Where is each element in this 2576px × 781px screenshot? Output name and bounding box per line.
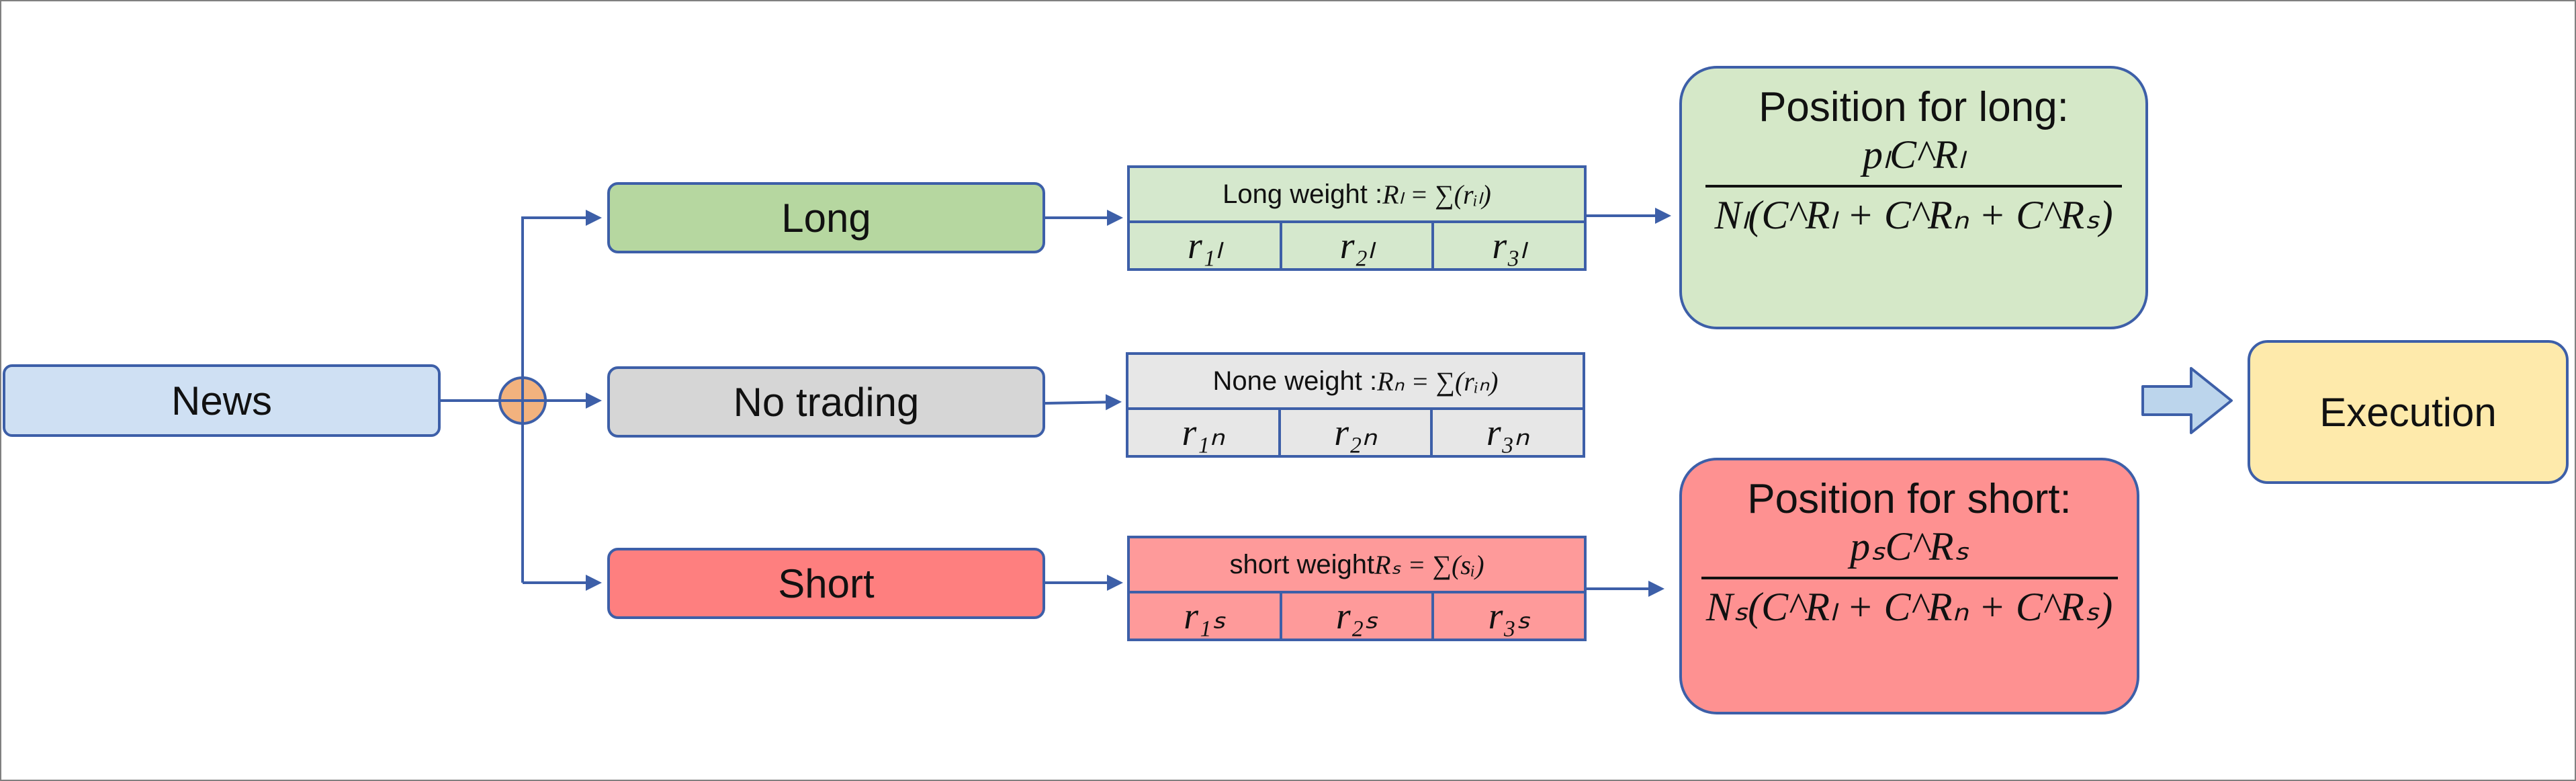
fraction-bar (1701, 577, 2118, 579)
long-label: Long (781, 195, 871, 241)
long-node: Long (607, 182, 1045, 253)
long-weight-cell: r₂ₗ (1279, 223, 1432, 268)
none-weight-cell: r₂ₙ (1278, 410, 1431, 455)
short-weight-table: short weight Rₛ = ∑(sᵢ) r₁ₛ r₂ₛ r₃ₛ (1127, 536, 1587, 641)
long-position-box: Position for long: pₗC^Rₗ Nₗ(C^Rₗ + C^Rₙ… (1679, 66, 2148, 329)
no-trading-to-table-arrow (1044, 394, 1122, 411)
long-weight-header: Long weight : Rₗ = ∑(rᵢₗ) (1130, 168, 1584, 223)
long-weight-formula: Rₗ = ∑(rᵢₗ) (1382, 179, 1491, 210)
none-weight-cell: r₃ₙ (1430, 410, 1583, 455)
long-position-numerator: pₗC^Rₗ (1863, 132, 1965, 177)
long-position-title: Position for long: (1759, 84, 2069, 130)
news-label: News (171, 378, 273, 423)
junction-circle (498, 376, 547, 425)
none-weight-header: None weight : Rₙ = ∑(rᵢₙ) (1128, 355, 1583, 410)
execution-label: Execution (2319, 389, 2497, 435)
long-weight-table: Long weight : Rₗ = ∑(rᵢₗ) r₁ₗ r₂ₗ r₃ₗ (1127, 165, 1587, 271)
short-position-denominator: Nₛ(C^Rₗ + C^Rₙ + C^Rₛ) (1705, 585, 2113, 629)
short-weight-cell: r₂ₛ (1279, 593, 1432, 639)
no-trading-label: No trading (733, 379, 920, 425)
news-node: News (3, 364, 441, 437)
short-weight-formula: Rₛ = ∑(sᵢ) (1374, 549, 1484, 580)
none-weight-header-text: None weight : (1212, 366, 1378, 396)
short-weight-cell: r₃ₛ (1431, 593, 1584, 639)
long-weight-header-text: Long weight : (1223, 179, 1383, 209)
short-position-numerator: pₛC^Rₛ (1850, 524, 1969, 569)
short-node: Short (607, 548, 1045, 619)
short-position-box: Position for short: pₛC^Rₛ Nₛ(C^Rₗ + C^R… (1679, 458, 2139, 714)
short-weight-header: short weight Rₛ = ∑(sᵢ) (1130, 538, 1584, 593)
short-weight-header-text: short weight (1229, 549, 1375, 579)
none-weight-formula: Rₙ = ∑(rᵢₙ) (1377, 366, 1499, 397)
no-trading-node: No trading (607, 366, 1045, 438)
none-weight-table: None weight : Rₙ = ∑(rᵢₙ) r₁ₙ r₂ₙ r₃ₙ (1126, 352, 1585, 458)
long-weight-cell: r₁ₗ (1188, 225, 1222, 267)
short-position-title: Position for short: (1747, 476, 2072, 522)
long-position-denominator: Nₗ(C^Rₗ + C^Rₙ + C^Rₛ) (1714, 193, 2113, 237)
execution-arrow (2141, 367, 2233, 434)
short-label: Short (778, 561, 875, 606)
fraction-bar (1705, 185, 2122, 188)
short-weight-cell: r₁ₛ (1184, 595, 1226, 637)
execution-node: Execution (2248, 340, 2569, 484)
none-weight-cell: r₁ₙ (1182, 412, 1225, 454)
long-weight-cell: r₃ₗ (1431, 223, 1584, 268)
